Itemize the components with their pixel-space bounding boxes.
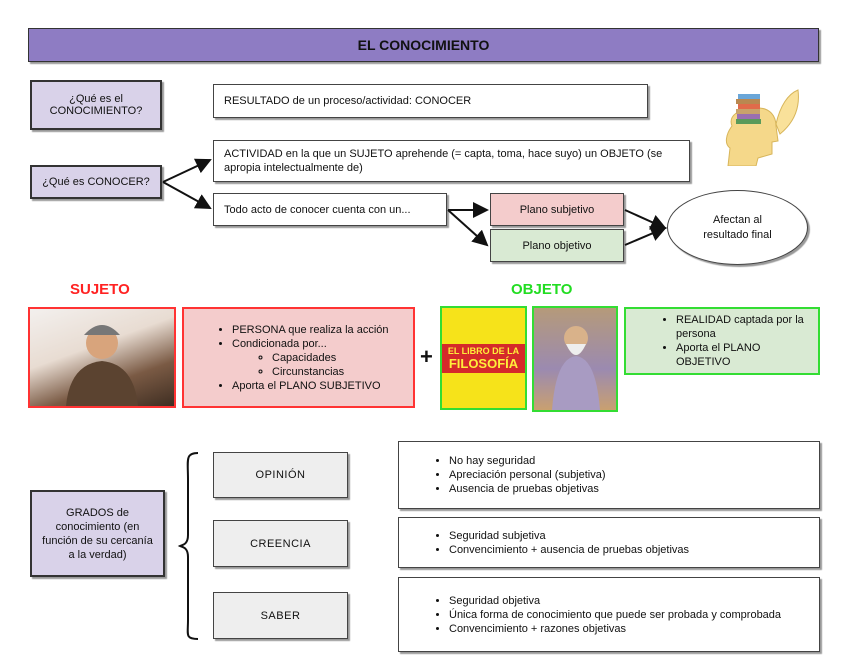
list-item: Aporta el PLANO SUBJETIVO <box>232 379 389 393</box>
head-with-books-icon <box>725 89 799 166</box>
answer-resultado: RESULTADO de un proceso/actividad: CONOC… <box>213 84 648 118</box>
plato-image <box>532 306 618 412</box>
saber-description: Seguridad objetivaÚnica forma de conocim… <box>398 577 820 652</box>
creencia-description: Seguridad subjetivaConvencimiento + ause… <box>398 517 820 568</box>
question-conocer: ¿Qué es CONOCER? <box>30 165 162 199</box>
arrow <box>624 209 667 230</box>
answer-text: Todo acto de conocer cuenta con un... <box>224 203 411 216</box>
grados-box: GRADOS de conocimiento (en función de su… <box>30 490 165 577</box>
curly-brace <box>177 452 199 640</box>
sujeto-label: SUJETO <box>70 281 130 298</box>
list-item: Apreciación personal (subjetiva) <box>449 468 606 482</box>
list-item: Seguridad objetiva <box>449 594 781 608</box>
list-item: REALIDAD captada por la persona <box>676 313 810 341</box>
level-creencia: CREENCIA <box>213 520 348 567</box>
saber-list: Seguridad objetivaÚnica forma de conocim… <box>399 594 781 636</box>
answer-text: ACTIVIDAD en la que un SUJETO aprehende … <box>224 148 663 174</box>
question-text: ¿Qué es el CONOCIMIENTO? <box>49 93 143 117</box>
sujeto-list: PERSONA que realiza la acción Condiciona… <box>184 323 389 393</box>
list-item: Seguridad subjetiva <box>449 529 689 543</box>
level-saber: SABER <box>213 592 348 639</box>
plano-objetivo-box: Plano objetivo <box>490 229 624 262</box>
objeto-list: REALIDAD captada por la persona Aporta e… <box>626 313 818 369</box>
list-item: Ausencia de pruebas objetivas <box>449 482 606 496</box>
sujeto-description: PERSONA que realiza la acción Condiciona… <box>182 307 415 408</box>
philosopher-icon <box>552 326 600 410</box>
plano-subjetivo-text: Plano subjetivo <box>519 203 595 216</box>
arrow <box>162 158 212 183</box>
level-name: CREENCIA <box>250 537 311 550</box>
answer-todo-acto: Todo acto de conocer cuenta con un... <box>213 193 447 226</box>
answer-actividad: ACTIVIDAD en la que un SUJETO aprehende … <box>213 140 690 182</box>
opinion-list: No hay seguridadApreciación personal (su… <box>399 454 606 496</box>
plano-objetivo-text: Plano objetivo <box>522 239 592 252</box>
arrow <box>447 209 489 247</box>
list-item: No hay seguridad <box>449 454 606 468</box>
arrow <box>624 226 667 246</box>
objeto-label: OBJETO <box>511 281 573 298</box>
list-item: Aporta el PLANO OBJETIVO <box>676 341 810 369</box>
list-item: Condicionada por... CapacidadesCircunsta… <box>232 337 389 379</box>
opinion-description: No hay seguridadApreciación personal (su… <box>398 441 820 509</box>
page-title: EL CONOCIMIENTO <box>28 28 819 62</box>
question-text: ¿Qué es CONOCER? <box>42 176 150 188</box>
plano-subjetivo-box: Plano subjetivo <box>490 193 624 226</box>
title-text: EL CONOCIMIENTO <box>357 37 490 53</box>
level-opinion: OPINIÓN <box>213 452 348 498</box>
list-item: PERSONA que realiza la acción <box>232 323 389 337</box>
sujeto-photo <box>28 307 176 408</box>
list-item: Única forma de conocimiento que puede se… <box>449 608 781 622</box>
person-icon <box>66 325 138 406</box>
question-conocimiento: ¿Qué es el CONOCIMIENTO? <box>30 80 162 130</box>
level-name: SABER <box>260 609 301 622</box>
afectan-text: Afectan al resultado final <box>703 213 772 241</box>
list-item: Convencimiento + ausencia de pruebas obj… <box>449 543 689 557</box>
plus-sign: + <box>420 344 433 369</box>
afectan-ellipse: Afectan al resultado final <box>667 190 808 265</box>
list-item: Convencimiento + razones objetivas <box>449 622 781 636</box>
list-item-text: Condicionada por... <box>232 337 327 350</box>
grados-text: GRADOS de conocimiento (en función de su… <box>42 506 153 561</box>
sub-list-item: Capacidades <box>272 351 389 365</box>
answer-text: RESULTADO de un proceso/actividad: CONOC… <box>224 95 472 107</box>
arrow <box>162 181 212 209</box>
objeto-description: REALIDAD captada por la persona Aporta e… <box>624 307 820 375</box>
creencia-list: Seguridad subjetivaConvencimiento + ause… <box>399 529 689 557</box>
level-name: OPINIÓN <box>255 469 306 481</box>
sub-list-item: Circunstancias <box>272 365 389 379</box>
